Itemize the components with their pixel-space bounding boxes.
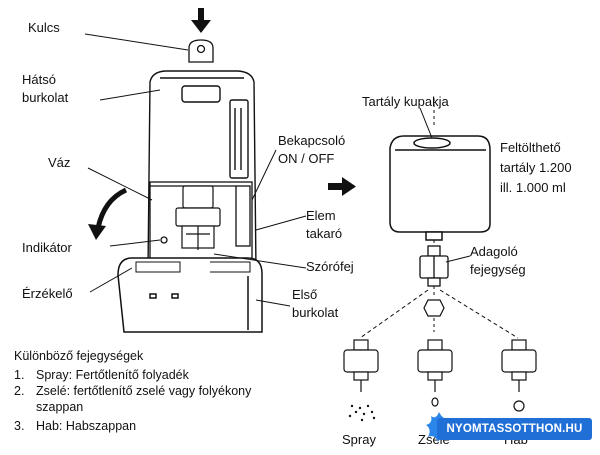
dosing-head-part xyxy=(419,245,449,287)
label-dosing-1: Adagoló xyxy=(470,244,518,259)
label-tank-cap: Tartály kupakja xyxy=(362,94,449,109)
label-battery-2: takaró xyxy=(306,226,343,241)
tank-part xyxy=(389,135,491,241)
list-item: 3.Hab: Habszappan xyxy=(14,419,137,433)
pump-inside-part xyxy=(175,185,221,250)
right-arrow-icon xyxy=(328,177,356,196)
label-sensor: Érzékelő xyxy=(22,286,73,301)
label-battery-1: Elem xyxy=(306,208,336,223)
rotate-arrow-icon xyxy=(95,187,128,229)
label-tank-1: Feltölthető xyxy=(500,140,561,155)
leader-lines-right xyxy=(419,107,471,263)
key-part xyxy=(188,39,214,63)
label-front-cover-1: Első xyxy=(292,287,318,302)
gel-head-part xyxy=(417,339,453,407)
foam-head-part xyxy=(501,339,537,412)
heads-list: Különböző fejegységek 1.Spray: Fertőtlen… xyxy=(14,348,251,434)
label-key: Kulcs xyxy=(28,20,60,35)
spray-mist-icon xyxy=(348,404,376,422)
list-item: 1.Spray: Fertőtlenítő folyadék xyxy=(14,368,189,382)
watermark-badge: NYOMTASSOTTHON.HU xyxy=(437,418,592,440)
list-title: Különböző fejegységek xyxy=(14,349,144,363)
label-dosing-2: fejegység xyxy=(470,262,526,277)
branch-lines xyxy=(359,289,519,339)
label-indicator: Indikátor xyxy=(22,240,72,255)
label-tank-3: ill. 1.000 ml xyxy=(500,180,566,195)
label-front-cover-2: burkolat xyxy=(292,305,339,320)
label-back-cover-2: burkolat xyxy=(22,90,69,105)
label-frame: Váz xyxy=(48,155,71,170)
leader-lines xyxy=(84,33,307,307)
front-cover-part xyxy=(117,257,263,333)
label-back-cover-1: Hátsó xyxy=(22,72,56,87)
list-item-continuation: szappan xyxy=(36,400,84,414)
list-item: 2.Zselé: fertőtlenítő zselé vagy folyéko… xyxy=(14,384,252,398)
label-nozzle: Szórófej xyxy=(306,259,354,274)
label-tank-2: tartály 1.200 xyxy=(500,160,572,175)
insert-arrow-icon xyxy=(191,8,211,33)
label-spray: Spray xyxy=(342,432,376,447)
label-switch-1: Bekapcsoló xyxy=(278,133,346,148)
indicator-light xyxy=(160,236,168,244)
label-switch-2: ON / OFF xyxy=(278,151,335,166)
spray-head-part xyxy=(343,339,379,392)
nut-part xyxy=(423,299,445,317)
